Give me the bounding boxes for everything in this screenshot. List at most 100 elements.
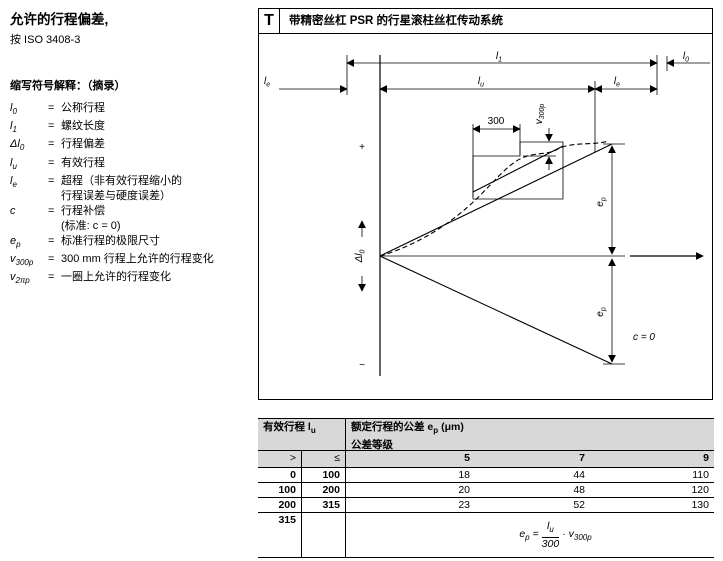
l0-label: l0 [683, 51, 689, 64]
abbr-eq: = [48, 174, 55, 187]
diagram-title: 带精密丝杠 PSR 的行星滚柱丝杠传动系统 [289, 15, 504, 27]
diagram-box: T 带精密丝杠 PSR 的行星滚柱丝杠传动系统 l1 [258, 8, 713, 400]
abbr-row: le = 超程（非有效行程缩小的 行程误差与硬度误差） [10, 174, 254, 204]
abbr-eq: = [48, 252, 55, 265]
abbreviations-heading: 缩写符号解释：（摘录） [10, 80, 126, 92]
abbr-eq: = [48, 102, 55, 114]
formula-denominator: 300 [541, 537, 560, 550]
tolerance-band-window [472, 141, 564, 200]
range-from: 100 [258, 483, 302, 497]
abbr-row: l1 = 螺纹长度 [10, 119, 254, 137]
value-class-9: 110 [692, 469, 709, 481]
abbr-eq: = [48, 271, 55, 284]
travel-deviation-diagram: l1 l0 le lu le 300 v300p [264, 51, 710, 376]
abbr-definition: 300 mm 行程上允许的行程变化 [61, 252, 214, 265]
abbr-eq: = [48, 234, 55, 247]
header-lte: ≤ [302, 451, 346, 467]
range-to: 200 [302, 483, 346, 497]
header-tolerance: 额定行程的公差 ep (μm) [351, 420, 464, 435]
page-title: 允许的行程偏差, [10, 12, 109, 27]
abbr-row: lu = 有效行程 [10, 156, 254, 174]
abbr-symbol: le [10, 174, 17, 189]
lu-label: lu [478, 76, 484, 89]
c-zero-label: c = 0 [633, 332, 655, 343]
range-to: 315 [302, 498, 346, 512]
diagram-tag: T [259, 9, 280, 33]
abbr-definition: 公称行程 [61, 102, 105, 114]
header-class-5: 5 [464, 452, 470, 464]
abbr-row: l0 = 公称行程 [10, 101, 254, 119]
value-class-9: 130 [691, 499, 709, 511]
abbr-definition: 有效行程 [61, 156, 105, 169]
table-row: 0 100 18 44 110 [258, 468, 714, 483]
fan-upper-limit-line [379, 143, 613, 257]
table-row: 200 315 23 52 130 [258, 498, 714, 513]
le-right-label: le [614, 76, 620, 89]
diagram-title-bar: T 带精密丝杠 PSR 的行星滚柱丝杠传动系统 [259, 9, 712, 34]
ep-lower-label: ep [595, 307, 608, 317]
header-spacer [258, 436, 346, 450]
abbr-definition: 行程偏差 [61, 138, 105, 151]
abbr-symbol: l1 [10, 120, 17, 135]
header-effective-travel: 有效行程 lu [258, 417, 346, 436]
formula-cell: ep = lu 300 · v300p [346, 513, 714, 557]
range-from: 0 [258, 468, 302, 482]
value-class-7: 48 [573, 484, 585, 496]
table-row: 100 200 20 48 120 [258, 483, 714, 498]
formula-numerator: lu [541, 520, 560, 538]
dl0-label: Δl0 [354, 249, 367, 263]
abbr-row: ep=标准行程的极限尺寸 [10, 234, 254, 252]
value-class-5: 23 [458, 499, 470, 511]
empty-cell [302, 513, 346, 557]
table-header: 有效行程 lu 额定行程的公差 ep (μm) 公差等级 > ≤ 5 7 9 [258, 417, 714, 468]
left-column: 允许的行程偏差, 按 ISO 3408-3 缩写符号解释：（摘录） l0 = 公称行… [10, 8, 254, 288]
table-header-row-3: > ≤ 5 7 9 [258, 450, 714, 467]
table-formula-row: 315 ep = lu 300 · v300p [258, 513, 714, 557]
formula-rhs: · v300p [562, 527, 592, 543]
ep-formula: ep = lu 300 · v300p [519, 520, 591, 549]
abbr-eq: = [48, 120, 55, 133]
abbreviations-list: l0=公称行程 l1=螺纹长度 Δl0=行程偏差 lu=有效行程 le=超程（非… [10, 101, 254, 288]
table-header-row-1: 有效行程 lu 额定行程的公差 ep (μm) [258, 417, 714, 436]
abbr-eq: = [48, 204, 55, 217]
header-class-9: 9 [703, 452, 709, 464]
abbr-row: c = 行程补偿 (标准: c = 0) [10, 204, 254, 234]
abbr-symbol: ep [10, 234, 21, 249]
tolerance-table: 有效行程 lu 额定行程的公差 ep (μm) 公差等级 > ≤ 5 7 9 0… [258, 417, 714, 558]
fan-lower-limit-line [379, 255, 613, 365]
abbr-symbol: l0 [10, 102, 17, 117]
abbr-row: Δl0=行程偏差 [10, 137, 254, 155]
header-gt: > [258, 451, 302, 467]
actual-deviation-curve [379, 140, 610, 257]
header-tolerance-class: 公差等级 [351, 439, 393, 450]
abbr-symbol: c [10, 204, 16, 217]
value-class-5: 20 [458, 484, 470, 496]
value-class-7: 44 [573, 469, 585, 481]
header-class-7: 7 [579, 452, 585, 464]
abbr-definition: 螺纹长度 [61, 120, 105, 133]
abbr-symbol: v300p [10, 252, 34, 268]
band-mean-slope-line [472, 145, 564, 193]
abbr-eq: = [48, 156, 55, 169]
abbr-symbol: Δl0 [10, 138, 25, 153]
formula-lhs: ep = [519, 527, 539, 543]
abbr-row: v300p = 300 mm 行程上允许的行程变化 [10, 252, 254, 270]
plus-sign: + [359, 142, 365, 153]
window-300-label: 300 [488, 116, 505, 127]
value-class-9: 120 [691, 484, 709, 496]
formula-fraction: lu 300 [541, 520, 560, 550]
abbr-symbol: lu [10, 156, 17, 171]
abbr-definition: 超程（非有效行程缩小的 行程误差与硬度误差） [61, 174, 182, 202]
table-header-row-2: 公差等级 [258, 436, 714, 450]
le-left-label: le [264, 76, 270, 89]
value-class-5: 18 [458, 469, 470, 481]
abbr-definition: 一圈上允许的行程变化 [61, 271, 171, 284]
range-to: 100 [302, 468, 346, 482]
abbr-symbol: v2πp [10, 271, 30, 286]
page-subtitle: 按 ISO 3408-3 [10, 34, 81, 46]
range-from: 200 [258, 498, 302, 512]
range-from-overflow: 315 [258, 513, 302, 557]
v300p-label: v300p [534, 104, 546, 125]
abbr-definition: 行程补偿 (标准: c = 0) [61, 204, 121, 232]
